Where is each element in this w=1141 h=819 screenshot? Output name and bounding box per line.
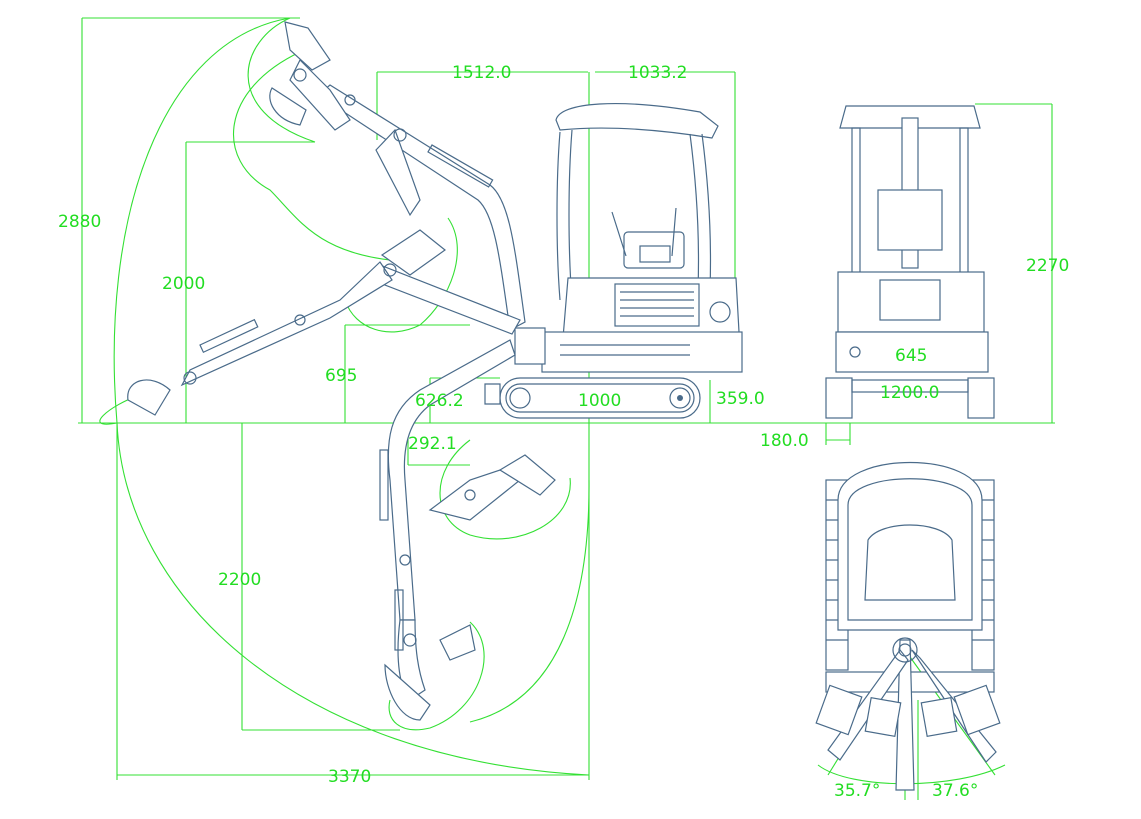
dim-offset-height: 695 xyxy=(325,366,357,386)
dim-swing-left: 35.7° xyxy=(834,781,880,801)
dim-swing-right: 37.6° xyxy=(932,781,978,801)
side-view-excavator xyxy=(127,21,743,721)
dim-partial-626: 626.2 xyxy=(415,391,464,411)
track-links-right xyxy=(972,499,994,641)
dim-dig-depth: 2200 xyxy=(218,570,261,590)
top-view-excavator xyxy=(815,461,1001,791)
dim-boom-reach: 1512.0 xyxy=(452,63,511,83)
boom-pose-upper xyxy=(269,21,526,331)
dim-partial-292: 292.1 xyxy=(408,434,457,454)
dim-track-height: 359.0 xyxy=(716,389,765,409)
dim-max-height: 2880 xyxy=(58,212,101,232)
dim-blade-label: 645 xyxy=(895,346,927,366)
boom-pose-mid xyxy=(127,229,521,416)
dim-canopy-height: 2270 xyxy=(1026,256,1069,276)
engine-vents xyxy=(614,283,700,327)
boom-pose-lower xyxy=(379,339,556,721)
dimension-labels: 2880 2000 695 1512.0 1033.2 2270 1000 35… xyxy=(58,63,1069,801)
dim-track-gap: 180.0 xyxy=(760,431,809,451)
dim-rear-length: 1033.2 xyxy=(628,63,687,83)
dim-track-length: 1000 xyxy=(578,391,621,411)
dim-dig-mid-height: 2000 xyxy=(162,274,205,294)
dim-track-width: 1200.0 xyxy=(880,383,939,403)
front-view-excavator xyxy=(825,105,995,419)
dim-max-reach: 3370 xyxy=(328,767,371,787)
